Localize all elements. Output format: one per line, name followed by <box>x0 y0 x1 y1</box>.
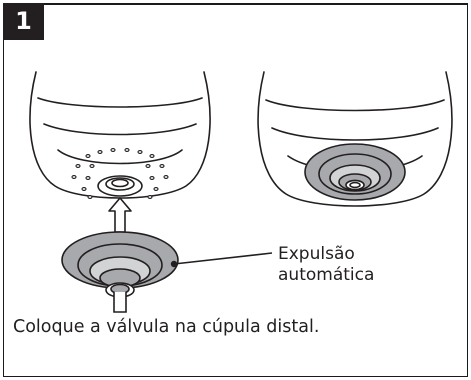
callout-leader <box>170 252 273 268</box>
instruction-caption: Coloque a válvula na cúpula distal. <box>13 317 320 337</box>
callout-line-2: automática <box>278 265 375 285</box>
step-number-badge: 1 <box>3 3 44 40</box>
panel-top-rule <box>44 3 468 5</box>
breast-shield-dome-left-icon <box>29 71 211 199</box>
callout-line-1: Expulsão <box>278 244 355 264</box>
callout-label-valve: Expulsão automática <box>278 244 374 286</box>
arrow-up-icon <box>108 197 132 233</box>
valve-icon <box>61 231 179 313</box>
breast-shield-dome-right-icon <box>257 71 453 207</box>
